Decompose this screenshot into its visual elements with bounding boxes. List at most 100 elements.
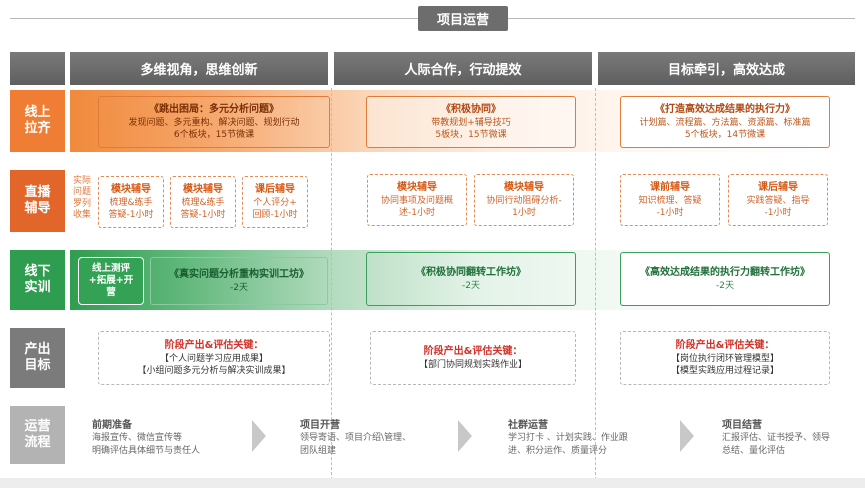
online-course-1-line2: 6个板块，15节微课: [173, 129, 255, 140]
column-header-2: 人际合作，行动提效: [334, 52, 592, 85]
page-title: 项目运营: [418, 6, 508, 31]
online-course-3-line1: 计划篇、流程篇、方法篇、资源篇、标准篇: [639, 117, 811, 128]
live-session-5-line2: 1小时: [512, 207, 536, 218]
workshop-2: 《积极协同翻转工作坊》 -2天: [366, 252, 576, 306]
live-session-7-line1: 实践答疑、指导: [746, 195, 810, 206]
live-session-2-line2: 答疑-1小时: [180, 209, 226, 220]
row-label-live-bottom: 辅导: [24, 201, 51, 216]
onsite-kickoff-box: 线上测评 +拓展+开 营: [78, 257, 144, 305]
live-session-3: 课后辅导 个人评分+ 回顾-1小时: [242, 176, 308, 228]
ops-step-4-line1: 汇报评估、证书授予、领导: [722, 433, 831, 443]
live-session-1-title: 模块辅导: [111, 184, 151, 196]
workshop-1-duration: -2天: [230, 282, 248, 293]
live-session-6: 课前辅导 知识梳理、答疑 -1小时: [620, 174, 720, 226]
ops-step-2-line1: 领导寄语、项目介绍\管理、: [300, 433, 412, 443]
live-session-2-title: 模块辅导: [183, 184, 223, 196]
live-session-1: 模块辅导 梳理&练手 答疑-1小时: [98, 176, 164, 228]
ops-step-4-title: 项目结营: [722, 420, 762, 431]
ops-step-3-line2: 进、积分运作、质量评分: [508, 446, 608, 457]
live-session-3-title: 课后辅导: [255, 184, 295, 196]
row-label-live: 直播 辅导: [10, 170, 65, 232]
row-label-output: 产出 目标: [10, 328, 65, 388]
output-box-3-title: 阶段产出&评估关键：: [675, 340, 775, 352]
online-course-1-line1: 发现问题、多元重构、解决问题、规划行动: [128, 117, 300, 128]
ops-step-2-line2: 团队组建: [300, 446, 337, 457]
ops-step-1-desc: 海报宣传、微信宣传等 明确评估具体细节与责任人: [92, 432, 200, 458]
live-session-4-title: 模块辅导: [397, 182, 437, 194]
output-box-1-title: 阶段产出&评估关键：: [164, 340, 264, 352]
workshop-2-duration: -2天: [462, 280, 480, 291]
ops-step-1-line2: 明确评估具体细节与责任人: [92, 446, 201, 457]
live-session-7-title: 课后辅导: [758, 182, 798, 194]
workshop-3-duration: -2天: [716, 280, 734, 291]
online-course-2: 《积极协同》 带教规划+辅导技巧 5板块，15节微课: [366, 96, 576, 148]
ops-step-2-desc: 领导寄语、项目介绍\管理、 团队组建: [300, 432, 411, 458]
row-label-offline-top: 线下: [24, 263, 51, 279]
live-side-note: 实际问题罗列收集: [72, 176, 91, 220]
live-session-3-line2: 回顾-1小时: [252, 209, 298, 220]
workshop-1-title: 《真实问题分析重构实训工坊》: [169, 269, 309, 281]
ops-step-3-title: 社群运营: [508, 420, 548, 431]
live-session-7: 课后辅导 实践答疑、指导 -1小时: [728, 174, 828, 226]
live-session-4: 模块辅导 协同事项及问题概 述-1小时: [367, 174, 467, 226]
online-course-3: 《打造高效达成结果的执行力》 计划篇、流程篇、方法篇、资源篇、标准篇 5个板块，…: [620, 96, 830, 148]
live-session-4-line2: 述-1小时: [399, 207, 435, 218]
output-box-3: 阶段产出&评估关键： 【岗位执行闭环管理模型】 【模型实践应用过程记录】: [620, 331, 830, 385]
ops-arrow-1: [252, 420, 266, 452]
row-label-online-top: 线上: [24, 104, 51, 120]
live-session-2-line1: 梳理&练手: [181, 197, 225, 208]
row-label-output-bottom: 目标: [24, 358, 51, 373]
ops-step-1-title: 前期准备: [92, 420, 132, 431]
live-session-1-line2: 答疑-1小时: [108, 209, 154, 220]
column-header-3: 目标牵引，高效达成: [598, 52, 855, 85]
online-course-2-title: 《积极协同》: [441, 104, 501, 116]
live-session-7-line2: -1小时: [764, 207, 792, 218]
output-box-3-item1: 【岗位执行闭环管理模型】: [670, 353, 779, 364]
live-session-5-line1: 协同行动阻碍分析-: [486, 195, 562, 206]
live-session-6-line2: -1小时: [656, 207, 684, 218]
onsite-kickoff-line2: +拓展+开: [88, 275, 134, 287]
row-label-online: 线上 拉齐: [10, 90, 65, 152]
live-session-6-line1: 知识梳理、答疑: [638, 195, 702, 206]
column-header-1: 多维视角，思维创新: [70, 52, 328, 85]
ops-step-4-desc: 汇报评估、证书授予、领导 总结、量化评估: [722, 432, 830, 458]
live-session-2: 模块辅导 梳理&练手 答疑-1小时: [170, 176, 236, 228]
ops-step-3-desc: 学习打卡 、计划实践、作业跟 进、积分运作、质量评分: [508, 432, 628, 458]
row-label-offline-bottom: 实训: [24, 280, 51, 295]
output-box-3-item2: 【模型实践应用过程记录】: [670, 365, 779, 376]
ops-step-4-line2: 总结、量化评估: [722, 446, 786, 457]
row-label-ops-top: 运营: [24, 418, 51, 434]
live-session-6-title: 课前辅导: [650, 182, 690, 194]
output-box-2-title: 阶段产出&评估关键：: [423, 346, 523, 358]
output-box-1-item1: 【个人问题学习应用成果】: [159, 353, 268, 364]
row-label-online-bottom: 拉齐: [24, 121, 51, 136]
ops-step-1-line1: 海报宣传、微信宣传等: [92, 433, 183, 443]
row-label-offline: 线下 实训: [10, 250, 65, 310]
onsite-kickoff-line1: 线上测评: [91, 263, 130, 275]
online-course-2-line2: 5板块，15节微课: [435, 129, 507, 140]
workshop-3-title: 《高效达成结果的执行力翻转工作坊》: [640, 267, 810, 279]
row-label-live-top: 直播: [24, 184, 51, 200]
output-box-1-item2: 【小组问题多元分析与解决实训成果】: [137, 365, 291, 376]
column-separator-2: [595, 88, 596, 488]
live-session-3-line1: 个人评分+: [253, 197, 297, 208]
output-box-2-item1: 【部门协同规划实践作业】: [418, 359, 527, 370]
onsite-kickoff-line3: 营: [106, 286, 116, 298]
output-box-1: 阶段产出&评估关键： 【个人问题学习应用成果】 【小组问题多元分析与解决实训成果…: [98, 331, 330, 385]
column-separator-1: [331, 88, 332, 488]
online-course-1-title: 《跳出困局：多元分析问题》: [149, 104, 279, 116]
workshop-3: 《高效达成结果的执行力翻转工作坊》 -2天: [620, 252, 830, 306]
header-corner: [10, 52, 65, 85]
row-label-output-top: 产出: [24, 341, 51, 357]
ops-step-2-title: 项目开营: [300, 420, 340, 431]
online-course-1: 《跳出困局：多元分析问题》 发现问题、多元重构、解决问题、规划行动 6个板块，1…: [98, 96, 330, 148]
ops-step-3-line1: 学习打卡 、计划实践、作业跟: [508, 433, 628, 443]
row-label-ops-bottom: 流程: [24, 435, 51, 450]
row-label-ops: 运营 流程: [10, 406, 65, 464]
live-session-5-title: 模块辅导: [504, 182, 544, 194]
output-box-2: 阶段产出&评估关键： 【部门协同规划实践作业】: [370, 331, 576, 385]
workshop-2-title: 《积极协同翻转工作坊》: [416, 267, 526, 279]
live-session-1-line1: 梳理&练手: [109, 197, 153, 208]
live-session-5: 模块辅导 协同行动阻碍分析- 1小时: [474, 174, 574, 226]
ops-arrow-2: [458, 420, 472, 452]
